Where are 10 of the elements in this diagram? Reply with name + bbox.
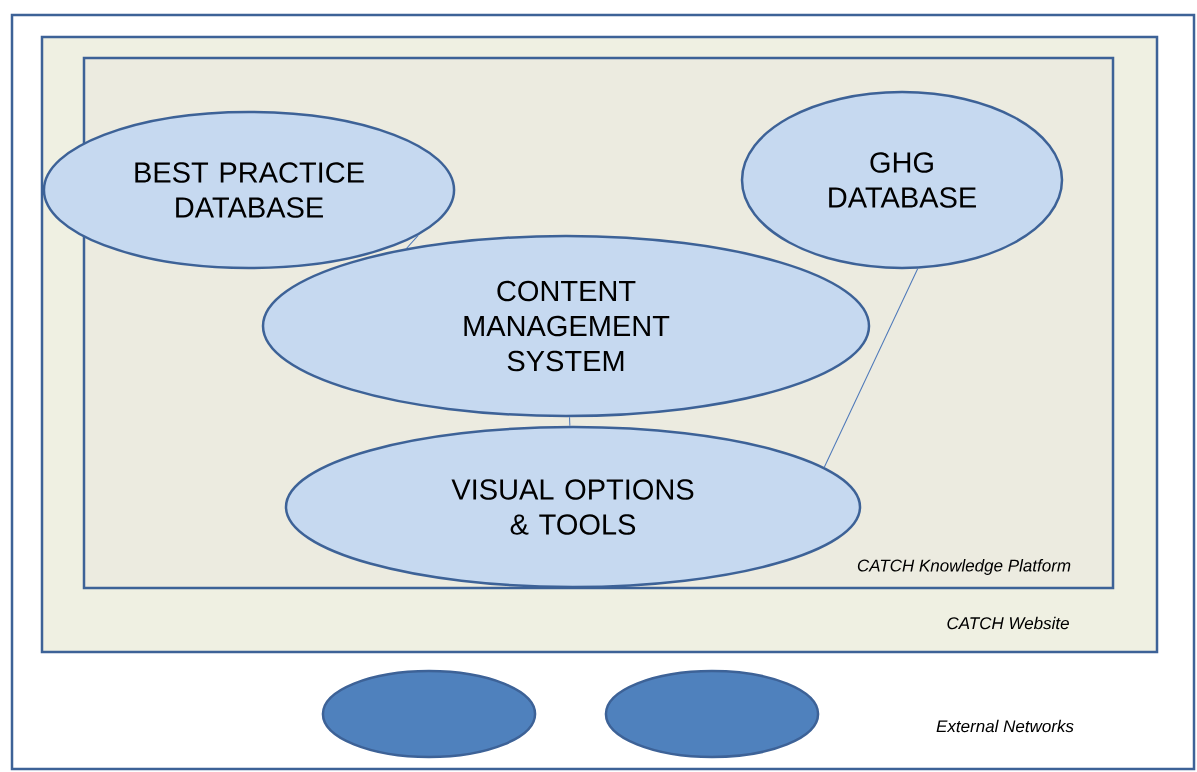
ellipse-node: CONTENT MANAGEMENT SYSTEM	[261, 234, 871, 418]
connector-line	[406, 234, 419, 249]
connector-line	[823, 268, 919, 468]
ellipse	[321, 669, 537, 759]
ellipse-node: GHG DATABASE	[740, 90, 1064, 270]
ellipse-node: BEST PRACTICE DATABASE	[42, 110, 456, 270]
frame-label: External Networks	[936, 719, 1074, 733]
ellipse	[604, 669, 820, 759]
frame-label: CATCH Website	[947, 616, 1069, 630]
connector-line	[569, 416, 571, 427]
